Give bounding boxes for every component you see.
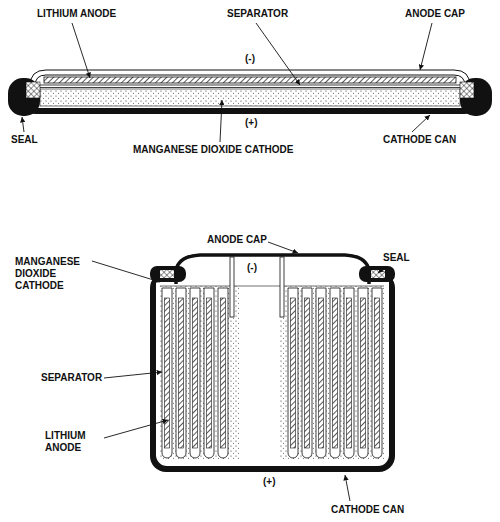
separator-fold [344, 288, 354, 458]
seal [460, 78, 492, 116]
part-label: SEAL [382, 252, 411, 264]
separator-fold [162, 288, 172, 458]
lithium-anode-strip [291, 298, 296, 448]
leader-line [412, 115, 430, 132]
lithium-anode-strip [361, 298, 366, 448]
leader-line [104, 372, 162, 378]
anode-cap [176, 255, 369, 284]
separator-fold [302, 288, 312, 458]
separator-fold [372, 288, 382, 458]
leader-line [220, 100, 222, 142]
separator-fold [204, 288, 214, 458]
lithium-anode-strip [305, 298, 310, 448]
lithium-anode-strip [333, 298, 338, 448]
separator-fold [358, 288, 368, 458]
seal-insert [26, 82, 40, 98]
separator-fold [218, 288, 228, 458]
leader-line [104, 420, 168, 438]
winding-top-edge [160, 286, 384, 287]
part-label: LITHIUM ANODE [36, 8, 117, 20]
lithium-anode-strip [165, 298, 170, 448]
leader-line [268, 242, 298, 253]
part-label: (-) [244, 53, 256, 65]
leader-line [22, 117, 24, 132]
leader-line [72, 23, 90, 78]
seal-insert [460, 82, 474, 98]
seal [150, 266, 186, 282]
part-label: CATHODE CAN [330, 504, 405, 516]
part-label: ANODE CAP [404, 8, 466, 20]
lithium-anode-strip [193, 298, 198, 448]
cathode-can [150, 272, 395, 472]
lithium-anode-strip [319, 298, 324, 448]
coin-cell [8, 70, 492, 116]
seal [8, 78, 40, 116]
core-gap [240, 286, 280, 460]
separator-fold [330, 288, 340, 458]
part-label: SEPARATOR [226, 8, 289, 20]
can-interior [156, 272, 389, 466]
seal-insert [371, 270, 385, 278]
separator-fold [288, 288, 298, 458]
part-label: MANGANESE DIOXIDE CATHODE [132, 144, 294, 156]
separator-fold [316, 288, 326, 458]
leader-line [256, 23, 300, 85]
collector-tab [230, 257, 234, 317]
seal [359, 266, 395, 282]
leader-line [420, 23, 432, 70]
part-label: CATHODE CAN [382, 134, 457, 146]
separator-fold [176, 288, 186, 458]
collector-tab [280, 257, 284, 317]
anode-cap [30, 70, 470, 94]
cathode-fill [160, 286, 384, 460]
part-label: LITHIUM ANODE [44, 430, 102, 454]
lithium-anode-strip [347, 298, 352, 448]
part-label: (+) [262, 476, 277, 488]
part-label: MANGANESE DIOXIDE CATHODE [14, 256, 90, 292]
part-label: ANODE CAP [206, 234, 268, 246]
lithium-anode-strip [375, 298, 380, 448]
leader-line [378, 266, 386, 273]
lithium-anode-strip [179, 298, 184, 448]
lithium-anode-strip [221, 298, 226, 448]
leader-line [92, 261, 160, 282]
separator-fold [190, 288, 200, 458]
part-label: (+) [244, 117, 259, 129]
leader-line [345, 475, 350, 501]
lithium-anode-strip [207, 298, 212, 448]
cathode-layer [40, 89, 460, 106]
lithium-anode-layer [44, 77, 456, 83]
cathode-can [20, 98, 480, 114]
part-label: (-) [246, 262, 258, 274]
separator-layer [38, 85, 462, 88]
part-label: SEAL [10, 134, 39, 146]
part-label: SEPARATOR [40, 372, 103, 384]
seal-insert [160, 270, 174, 278]
windings [160, 286, 384, 458]
cylindrical-cell [150, 255, 395, 472]
